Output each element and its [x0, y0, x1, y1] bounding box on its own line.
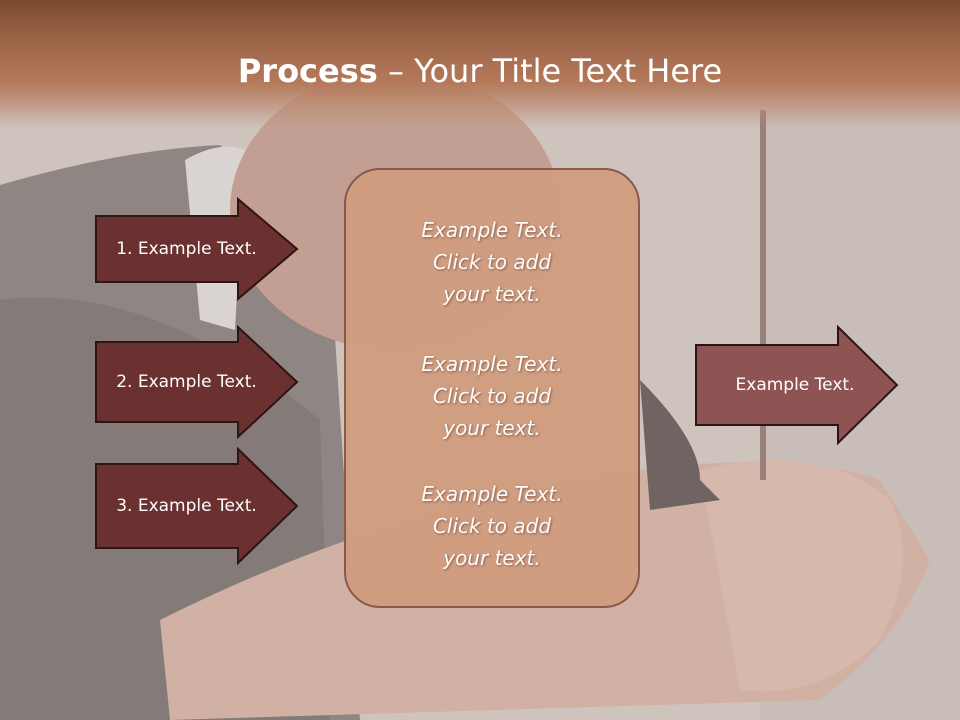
- process-arrow-3-label: 3. Example Text.: [116, 496, 257, 516]
- center-text-block-3: Example Text. Click to add your text.: [421, 482, 563, 570]
- process-arrow-3[interactable]: 3. Example Text.: [95, 446, 300, 566]
- arrow-shape-3: [95, 446, 299, 566]
- title-bold: Process: [237, 52, 378, 90]
- title-rest: – Your Title Text Here: [377, 52, 723, 90]
- center-text-block-1: Example Text. Click to add your text.: [421, 218, 563, 306]
- result-arrow-shape: [695, 324, 899, 446]
- title-banner: [0, 0, 960, 128]
- process-arrow-1[interactable]: 1. Example Text.: [95, 196, 300, 302]
- arrow-shape-1: [95, 196, 299, 302]
- slide-title[interactable]: Process – Your Title Text Here: [0, 52, 960, 90]
- process-arrow-2-label: 2. Example Text.: [116, 372, 257, 392]
- process-arrow-2[interactable]: 2. Example Text.: [95, 324, 300, 440]
- arrow-shape-2: [95, 324, 299, 440]
- process-arrow-1-label: 1. Example Text.: [116, 239, 257, 259]
- center-text-box[interactable]: Example Text. Click to add your text. Ex…: [344, 168, 640, 608]
- result-arrow[interactable]: Example Text.: [695, 324, 900, 446]
- center-text-block-2: Example Text. Click to add your text.: [421, 352, 563, 440]
- result-arrow-label: Example Text.: [735, 375, 855, 395]
